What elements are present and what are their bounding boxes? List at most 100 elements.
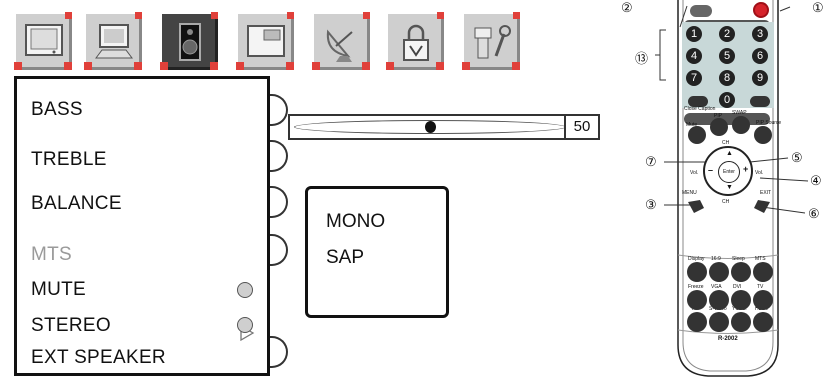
menu-label: MENU (682, 190, 697, 196)
pip-label: PIP (714, 113, 723, 119)
tab-pip[interactable] (236, 12, 294, 70)
pip-button[interactable] (710, 118, 728, 136)
sleep-button[interactable] (731, 262, 751, 282)
swap-button[interactable] (732, 116, 750, 134)
ch-down-icon[interactable]: ▼ (726, 184, 733, 191)
display-button[interactable] (687, 262, 707, 282)
menu-item-treble[interactable]: TREBLE (31, 149, 107, 170)
pip-source-label: PIP Source (756, 120, 782, 126)
fn-label-display: Display (688, 256, 705, 262)
tab-corner (135, 12, 142, 19)
key-1[interactable]: 1 (686, 26, 702, 42)
freeze-button[interactable] (687, 290, 707, 310)
key-0[interactable]: 0 (719, 92, 735, 108)
callout-5: ⑤ (791, 150, 803, 165)
key-7[interactable]: 7 (686, 70, 702, 86)
computer-icon (95, 24, 133, 59)
tab-corner (513, 12, 520, 19)
tab-corner (65, 12, 72, 19)
close-caption-button[interactable] (688, 96, 708, 107)
mts-submenu: MONO SAP (305, 186, 449, 318)
navigation-pad: Enter ▲ ▼ – + (703, 146, 753, 196)
parental-lock-icon (403, 24, 429, 61)
tab-corner (363, 12, 370, 19)
ch-up-label: CH (722, 140, 730, 146)
audio-menu-panel: BASS TREBLE BALANCE MTS MUTE STEREO EXT … (14, 76, 270, 376)
dvi-button[interactable] (731, 290, 751, 310)
vol-plus-label: Vol. (755, 170, 764, 176)
callout-3: ③ (645, 197, 657, 212)
fn-label-vga: VGA (711, 284, 722, 290)
key-2[interactable]: 2 (719, 26, 735, 42)
mute-label: Mute (686, 122, 698, 128)
hdtv-button[interactable] (753, 312, 773, 332)
callout-1: ① (812, 0, 823, 15)
bass-tab-knob (270, 94, 288, 126)
vol-up-icon[interactable]: + (743, 164, 749, 174)
tab-corner (437, 12, 444, 19)
power-icon[interactable] (753, 2, 769, 18)
tab-picture[interactable] (14, 12, 72, 70)
treble-tab-knob (270, 140, 288, 172)
tab-lock[interactable] (386, 12, 444, 70)
tab-corner (211, 12, 218, 19)
key-3[interactable]: 3 (752, 26, 768, 42)
menu-item-stereo[interactable]: STEREO (31, 315, 111, 336)
av-button[interactable] (687, 312, 707, 332)
fn-label-dvi: DVI (733, 284, 742, 290)
stereo-toggle[interactable] (237, 317, 253, 333)
number-pad: 1 2 3 4 5 6 7 8 9 0 (682, 22, 774, 108)
menu-item-mts[interactable]: MTS (31, 244, 73, 265)
ch-down-label: CH (722, 199, 730, 205)
pip-window-icon (247, 25, 285, 57)
fn-label-sleep: Sleep (732, 256, 745, 262)
tab-pc[interactable] (84, 12, 142, 70)
vga-button[interactable] (709, 290, 729, 310)
mute-button[interactable] (688, 126, 706, 144)
fn-label-mts: MTS (755, 256, 766, 262)
key-9[interactable]: 9 (752, 70, 768, 86)
ch-up-icon[interactable]: ▲ (726, 150, 733, 157)
pip-source-button[interactable] (754, 126, 772, 144)
tv-screen-icon (25, 24, 63, 56)
ext-speaker-tab-knob (270, 336, 288, 368)
tab-audio[interactable] (160, 12, 218, 70)
menu-item-ext-speaker[interactable]: EXT SPEAKER (31, 347, 166, 368)
aspect-16-9-button[interactable] (709, 262, 729, 282)
menu-item-balance[interactable]: BALANCE (31, 193, 122, 214)
exit-label: EXIT (760, 190, 772, 196)
callout-13: ⑬ (635, 51, 649, 66)
enter-button[interactable]: Enter (718, 161, 740, 183)
slider-thumb[interactable] (425, 121, 436, 133)
tab-channel[interactable] (312, 12, 370, 70)
fn-label-freeze: Freeze (688, 284, 704, 290)
satellite-dish-icon (326, 29, 353, 62)
speaker-icon (179, 23, 201, 61)
menu-item-bass[interactable]: BASS (31, 99, 83, 120)
mts-button[interactable] (753, 262, 773, 282)
s-video-button[interactable] (709, 312, 729, 332)
menu-button[interactable] (686, 198, 706, 214)
mute-toggle[interactable] (237, 282, 253, 298)
fn-label-tv: TV (757, 284, 764, 290)
exit-button[interactable] (752, 198, 772, 214)
slider-value: 50 (564, 116, 598, 138)
menu-item-mute[interactable]: MUTE (31, 279, 87, 300)
mts-option-mono[interactable]: MONO (326, 211, 386, 232)
fn-label-16-9: 16:9 (711, 256, 721, 262)
mts-option-sap[interactable]: SAP (326, 247, 365, 268)
close-caption-label: Close Caption (684, 106, 716, 112)
remote-oval-button-right[interactable] (750, 96, 770, 107)
key-4[interactable]: 4 (686, 48, 702, 64)
balance-slider[interactable]: 50 (288, 114, 600, 140)
callout-6: ⑥ (808, 206, 820, 221)
key-5[interactable]: 5 (719, 48, 735, 64)
tab-setup[interactable] (462, 12, 520, 70)
key-6[interactable]: 6 (752, 48, 768, 64)
tv-button[interactable] (753, 290, 773, 310)
vol-down-icon[interactable]: – (708, 165, 714, 175)
callout-2: ② (621, 0, 633, 15)
key-8[interactable]: 8 (719, 70, 735, 86)
ycbcr-button[interactable] (731, 312, 751, 332)
remote-oval-button[interactable] (690, 5, 712, 17)
